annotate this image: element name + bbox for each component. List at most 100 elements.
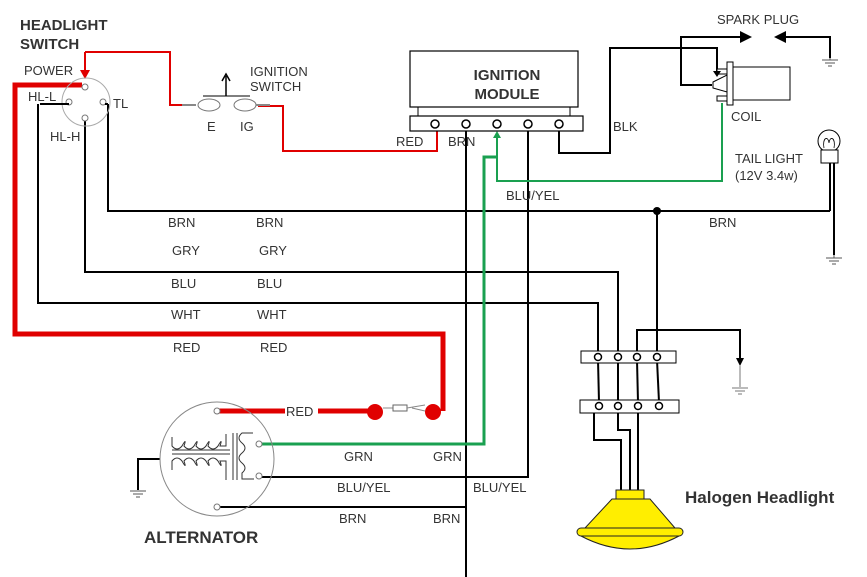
label-ig: IG (240, 119, 254, 134)
alt-terminal-blu-yel (255, 472, 263, 480)
harness-label-right: BRN (256, 215, 283, 230)
module-terminal-2 (461, 119, 471, 129)
label-module-red: RED (396, 134, 423, 149)
terminal-tl (99, 98, 107, 106)
wire-coil-hv (680, 36, 745, 86)
label-alt-grn-right: GRN (433, 449, 462, 464)
label-alt-bluyel-left: BLU/YEL (337, 480, 390, 495)
spark-arrow-left-icon (774, 31, 786, 43)
headlight-switch: HEADLIGHT SWITCH POWER HL-L TL HL-H (20, 17, 128, 144)
label-alt-brn-right: BRN (433, 511, 460, 526)
module-terminal-4 (523, 119, 533, 129)
label-blu-yel-top: BLU/YEL (506, 188, 559, 203)
harness-label-left: BRN (168, 215, 195, 230)
fuse-terminal-left (367, 404, 383, 420)
tail-light-label-2: (12V 3.4w) (735, 168, 798, 183)
wire-spark-ground (780, 36, 831, 58)
harness-label-left: RED (173, 340, 200, 355)
alternator: ALTERNATOR (144, 401, 275, 547)
harness-label-right: WHT (257, 307, 287, 322)
label-alt-red: RED (286, 404, 313, 419)
wire-grn-alternator (260, 155, 497, 446)
label-tl: TL (113, 96, 128, 111)
spark-plug: SPARK PLUG (717, 12, 799, 43)
wire-brn-tail-bus (107, 104, 830, 212)
label-brn-right: BRN (709, 215, 736, 230)
label-power: POWER (24, 63, 73, 78)
module-terminal-3 (492, 119, 502, 129)
terminal-power (81, 83, 89, 91)
headlight-connector-upper (580, 350, 677, 364)
label-alt-brn-left: BRN (339, 511, 366, 526)
headlight-switch-title-2: SWITCH (20, 36, 79, 53)
wire-headlight-1 (593, 405, 622, 492)
wire-conn-4 (656, 359, 660, 403)
module-title-2: MODULE (475, 86, 540, 103)
headlight-switch-title-1: HEADLIGHT (20, 17, 108, 34)
tail-light-ground-icon (826, 255, 842, 265)
label-hl-l: HL-L (28, 89, 56, 104)
alt-terminal-grn (255, 440, 263, 448)
ignition-switch-title-1: IGNITION (250, 64, 308, 79)
wire-labels: RED BRN BLK BLU/YEL BRN BRN BRN GRY GRY … (168, 119, 736, 526)
alt-terminal-brn (213, 503, 221, 511)
harness-label-left: BLU (171, 276, 196, 291)
module-terminal-1 (430, 119, 440, 129)
wire-headlight-ground (636, 329, 741, 360)
wire-red-ig-to-module (258, 105, 438, 152)
headlight-label: Halogen Headlight (685, 488, 835, 507)
power-arrow-icon (80, 70, 90, 79)
wire-alt-blu-yel (260, 126, 529, 478)
wire-conn-1 (597, 359, 600, 403)
alternator-body (159, 401, 275, 517)
halogen-headlight-icon (576, 489, 684, 550)
wire-red-power-to-ignition (85, 51, 195, 106)
harness-label-left: WHT (171, 307, 201, 322)
label-hl-h: HL-H (50, 129, 80, 144)
harness-label-left: GRY (172, 243, 200, 258)
headlight-ground-icon (732, 358, 748, 395)
alt-terminal-red (213, 407, 221, 415)
label-alt-grn-left: GRN (344, 449, 373, 464)
junction-dot (653, 207, 661, 215)
alternator-ground-icon (130, 490, 146, 498)
spark-ground-icon (822, 58, 838, 67)
alternator-label: ALTERNATOR (144, 528, 258, 547)
harness-label-right: BLU (257, 276, 282, 291)
wire-red-main (12, 82, 446, 411)
wire-blu (84, 120, 619, 355)
module-terminal-5 (554, 119, 564, 129)
fuse-terminal-right (425, 404, 441, 420)
coil: COIL (712, 61, 791, 124)
tail-light-label-1: TAIL LIGHT (735, 151, 803, 166)
harness-label-right: RED (260, 340, 287, 355)
coil-body (732, 66, 791, 101)
ignition-switch-title-2: SWITCH (250, 79, 301, 94)
wire-wht (37, 104, 599, 355)
label-module-blk: BLK (613, 119, 638, 134)
wire-alt-ground (137, 458, 160, 490)
alternator-windings-icon (171, 432, 254, 480)
module-body (409, 50, 579, 108)
ignition-module: IGNITION MODULE (409, 50, 584, 132)
label-module-brn: BRN (448, 134, 475, 149)
headlight-switch-body (61, 77, 111, 127)
fuse-icon (383, 404, 426, 412)
wire-blk-coil (558, 47, 718, 154)
wire-conn-3 (636, 359, 639, 403)
green-wires (260, 103, 723, 446)
ignition-switch: IGNITION SWITCH E IG (182, 64, 308, 134)
spark-arrow-right-icon (740, 31, 752, 43)
label-alt-bluyel-right: BLU/YEL (473, 480, 526, 495)
harness-label-right: GRY (259, 243, 287, 258)
red-wires (12, 51, 446, 420)
coil-input-arrow-icon (713, 71, 721, 77)
label-e: E (207, 119, 216, 134)
spark-plug-label: SPARK PLUG (717, 12, 799, 27)
tail-light: TAIL LIGHT (12V 3.4w) (735, 129, 841, 183)
headlight-connector-lower (579, 399, 680, 414)
green-arrow-icon (493, 131, 501, 138)
wire-headlight-2 (617, 406, 631, 492)
module-title-1: IGNITION (474, 67, 541, 84)
